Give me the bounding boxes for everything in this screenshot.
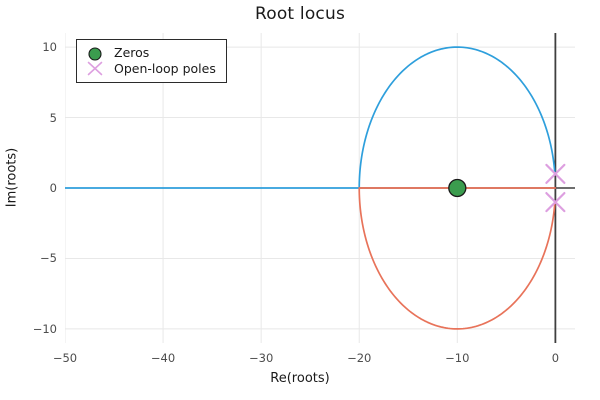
y-tick-label: 0 xyxy=(49,181,57,195)
plot-canvas xyxy=(65,33,575,343)
x-tick-label: 0 xyxy=(551,351,560,365)
locus-branch-upper xyxy=(65,46,556,189)
page-title: Root locus xyxy=(254,4,346,24)
x-tick-label: −40 xyxy=(150,351,176,365)
open-loop-pole-marker xyxy=(545,191,566,213)
open-loop-pole-marker xyxy=(545,163,566,185)
x-tick-label: −50 xyxy=(52,351,78,365)
pole-x-marker xyxy=(87,61,103,76)
legend-label-column: Zeros Open-loop poles xyxy=(114,45,216,77)
legend-marker-column xyxy=(84,46,106,76)
x-axis-label: Re(roots) xyxy=(270,371,330,386)
zero-marker xyxy=(448,178,467,198)
legend-entry-open-loop-poles: Open-loop poles xyxy=(114,61,216,76)
y-tick-label: −5 xyxy=(40,251,57,266)
x-tick-label: −20 xyxy=(347,351,372,365)
x-tick-label: −30 xyxy=(249,351,274,365)
y-tick-label: 10 xyxy=(42,40,57,55)
legend-entry-zeros: Zeros xyxy=(114,45,150,60)
y-axis-label: Im(roots) xyxy=(4,147,20,208)
legend: Zeros Open-loop poles xyxy=(76,39,227,83)
y-tick-label: 5 xyxy=(49,110,57,125)
locus-branch-lower xyxy=(358,187,556,330)
x-tick-label: −10 xyxy=(445,351,470,365)
zero-circle-marker xyxy=(88,47,102,61)
y-tick-label: −10 xyxy=(32,321,57,336)
